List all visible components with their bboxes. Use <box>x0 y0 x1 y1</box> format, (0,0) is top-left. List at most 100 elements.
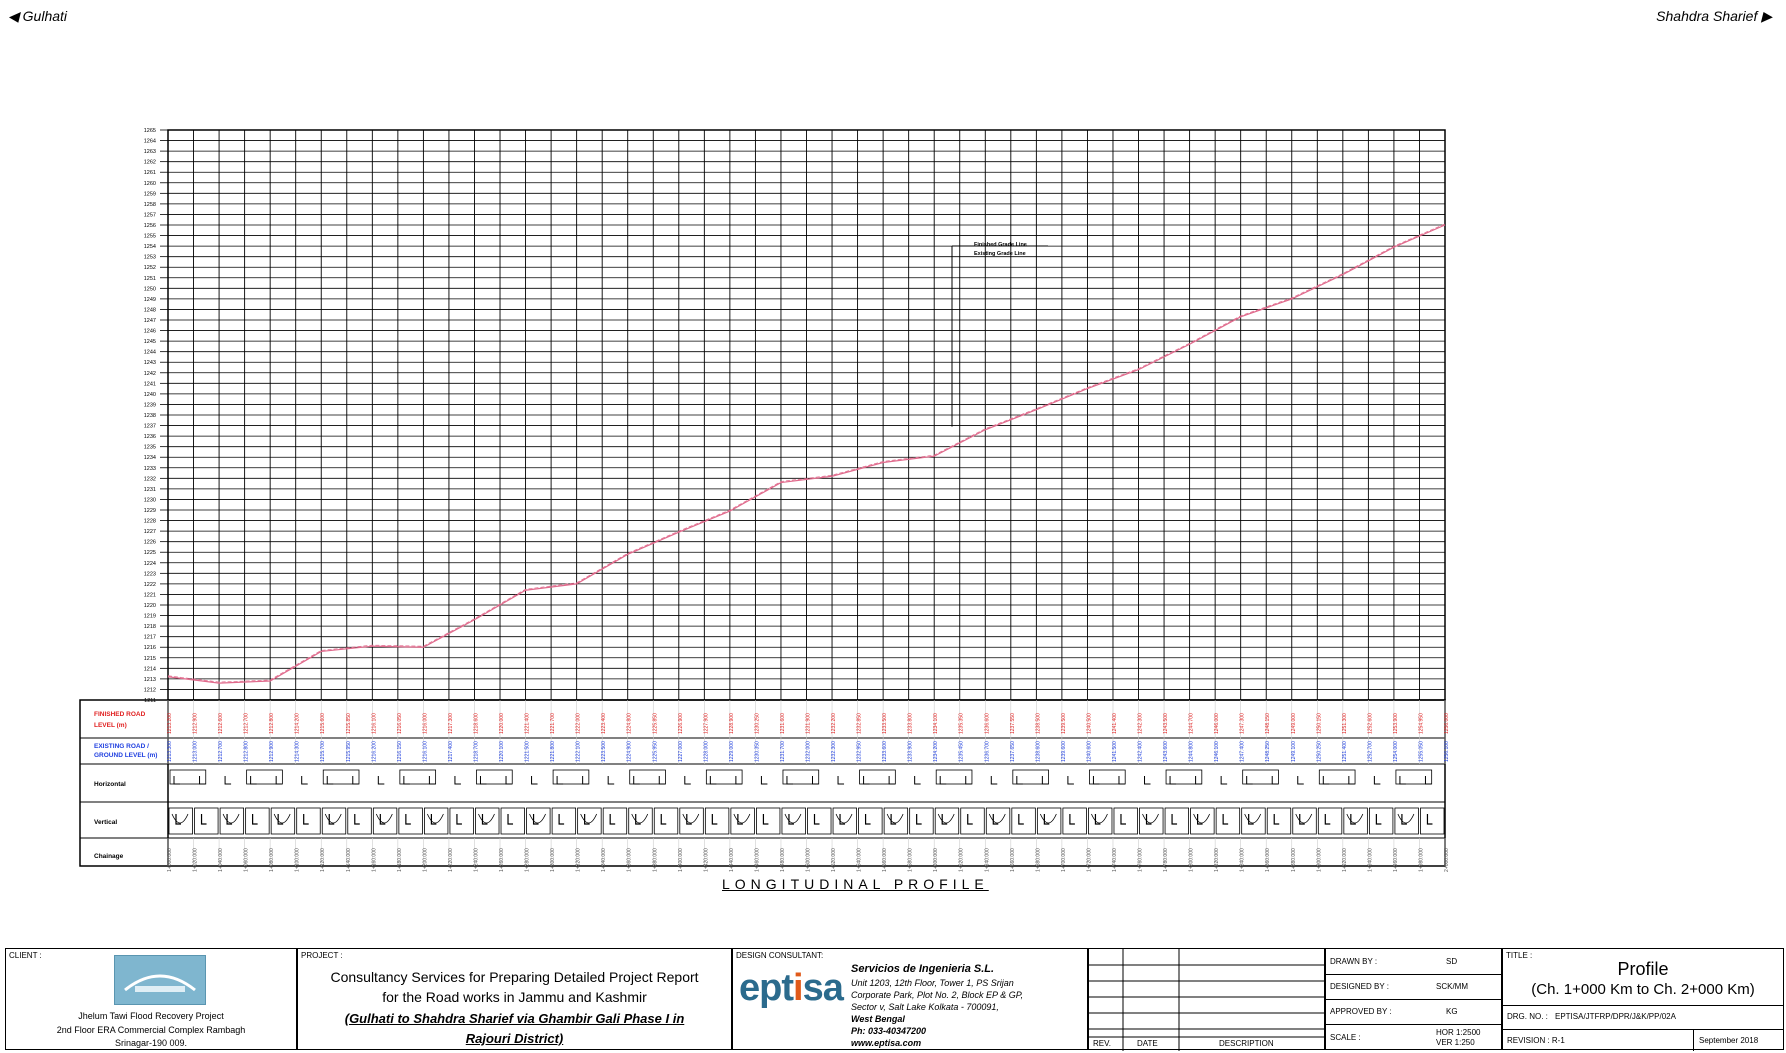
drawing-date: September 2018 <box>1699 1036 1759 1045</box>
chainage-label: 1+240.000 <box>473 848 479 872</box>
row-label-chainage: Chainage <box>94 853 124 860</box>
horizontal-marker <box>965 776 972 785</box>
vertical-marker <box>430 814 437 825</box>
existing-level-label: 1212.900 <box>269 741 275 762</box>
horizontal-marker <box>1322 776 1330 785</box>
vertical-marker <box>609 814 616 825</box>
vertical-marker <box>992 814 999 825</box>
finished-level-label: 1212.800 <box>269 713 275 734</box>
vertical-curve-box <box>1139 807 1164 835</box>
horizontal-curve-box <box>1165 769 1203 785</box>
horizontal-curve-box <box>935 769 973 785</box>
drawing-title: Profile <box>1617 959 1669 979</box>
finished-level-label: 1227.900 <box>703 713 709 734</box>
vertical-marker <box>1197 814 1203 825</box>
chainage-label: 1+780.000 <box>1163 848 1169 872</box>
y-tick-label: 1245 <box>144 339 156 345</box>
finished-level-label: 1215.600 <box>320 713 326 734</box>
finished-level-label: 1228.900 <box>729 713 735 734</box>
vertical-curve-arc <box>1346 813 1364 824</box>
chainage-label: 1+480.000 <box>780 848 786 872</box>
horizontal-curve-box <box>246 769 283 785</box>
horizontal-marker <box>735 776 742 785</box>
y-tick-label: 1236 <box>144 434 156 440</box>
vertical-curve-arc <box>324 813 342 824</box>
horizontal-marker <box>812 776 819 785</box>
existing-level-label: 1216.150 <box>397 741 403 762</box>
chainage-label: 2+000.000 <box>1444 848 1450 872</box>
chainage-label: 1+840.000 <box>1240 848 1246 872</box>
y-tick-label: 1239 <box>144 402 156 408</box>
chainage-label: 1+820.000 <box>1214 848 1220 872</box>
horizontal-marker <box>684 776 691 785</box>
vertical-curve-box <box>960 807 985 835</box>
existing-level-label: 1217.400 <box>448 741 454 762</box>
finished-level-label: 1216.000 <box>422 713 428 734</box>
vertical-curve-box <box>1164 807 1190 835</box>
horizontal-curve-box <box>1012 769 1049 785</box>
vertical-marker <box>686 814 692 825</box>
horizontal-curve-box <box>1089 769 1126 785</box>
vertical-marker <box>456 814 462 825</box>
existing-level-label: 1215.950 <box>346 741 352 762</box>
scale-ver: VER 1:250 <box>1436 1038 1475 1047</box>
plot-grid <box>167 129 1446 701</box>
vertical-marker <box>635 814 641 825</box>
finished-level-label: 1226.900 <box>678 713 684 734</box>
horizontal-curve-box <box>629 769 666 785</box>
horizontal-marker <box>275 776 283 785</box>
horizontal-marker <box>1246 776 1253 785</box>
finished-level-label: 1216.100 <box>371 713 377 734</box>
horizontal-curve-box <box>859 769 896 785</box>
existing-level-label: 1256.100 <box>1444 741 1450 762</box>
y-tick-label: 1238 <box>144 413 156 419</box>
horizontal-marker <box>939 776 947 785</box>
finished-level-label: 1231.900 <box>806 713 812 734</box>
finished-level-label: 1213.200 <box>167 713 173 734</box>
existing-level-label: 1228.000 <box>703 741 709 762</box>
y-tick-label: 1241 <box>144 381 156 387</box>
vertical-marker <box>660 814 667 825</box>
horizontal-marker <box>914 776 921 785</box>
chainage-label: 1+340.000 <box>601 848 607 872</box>
vertical-marker <box>1401 814 1407 825</box>
y-tick-label: 1250 <box>144 286 156 292</box>
vertical-marker <box>1094 814 1101 825</box>
horizontal-marker <box>837 776 845 785</box>
y-tick-label: 1212 <box>144 687 156 693</box>
y-tick-label: 1220 <box>144 603 156 609</box>
y-tick-label: 1251 <box>144 276 156 282</box>
vertical-curve-box <box>628 807 653 835</box>
approved-by-value: KG <box>1446 1007 1458 1016</box>
existing-level-label: 1243.600 <box>1163 741 1169 762</box>
chainage-label: 1+940.000 <box>1367 848 1373 872</box>
vertical-curve-arc <box>529 813 546 824</box>
vertical-curve-box <box>1292 807 1317 835</box>
horizontal-marker <box>173 776 180 785</box>
finished-level-label: 1221.700 <box>550 713 556 734</box>
existing-level-label: 1212.700 <box>218 741 224 762</box>
finished-level-label: 1230.250 <box>754 713 760 734</box>
vertical-curve-box <box>1113 807 1138 835</box>
vertical-marker <box>916 814 922 825</box>
y-tick-label: 1234 <box>144 455 156 461</box>
vertical-marker <box>1145 814 1152 825</box>
chainage-label: 1+740.000 <box>1112 848 1118 872</box>
y-tick-label: 1263 <box>144 149 156 155</box>
chainage-label: 1+760.000 <box>1138 848 1144 872</box>
vertical-curve-arc <box>1039 813 1057 824</box>
horizontal-marker <box>1348 776 1355 785</box>
chainage-label: 1+680.000 <box>1035 848 1041 872</box>
vertical-curve-box <box>194 807 219 835</box>
drawn-block: DRAWN BY : SD DESIGNED BY : SCK/MM APPRO… <box>1325 948 1502 1050</box>
y-tick-label: 1258 <box>144 202 156 208</box>
vertical-curve-arc <box>427 813 444 824</box>
chainage-label: 1+700.000 <box>1061 848 1067 872</box>
consultant-address-line: West Bengal <box>851 1014 905 1024</box>
existing-level-label: 1252.700 <box>1367 741 1373 762</box>
y-tick-label: 1228 <box>144 519 156 525</box>
chainage-label: 1+160.000 <box>371 848 377 872</box>
vertical-curve-arc <box>682 813 700 824</box>
vertical-marker <box>737 814 743 825</box>
vertical-curve-box <box>423 807 449 835</box>
